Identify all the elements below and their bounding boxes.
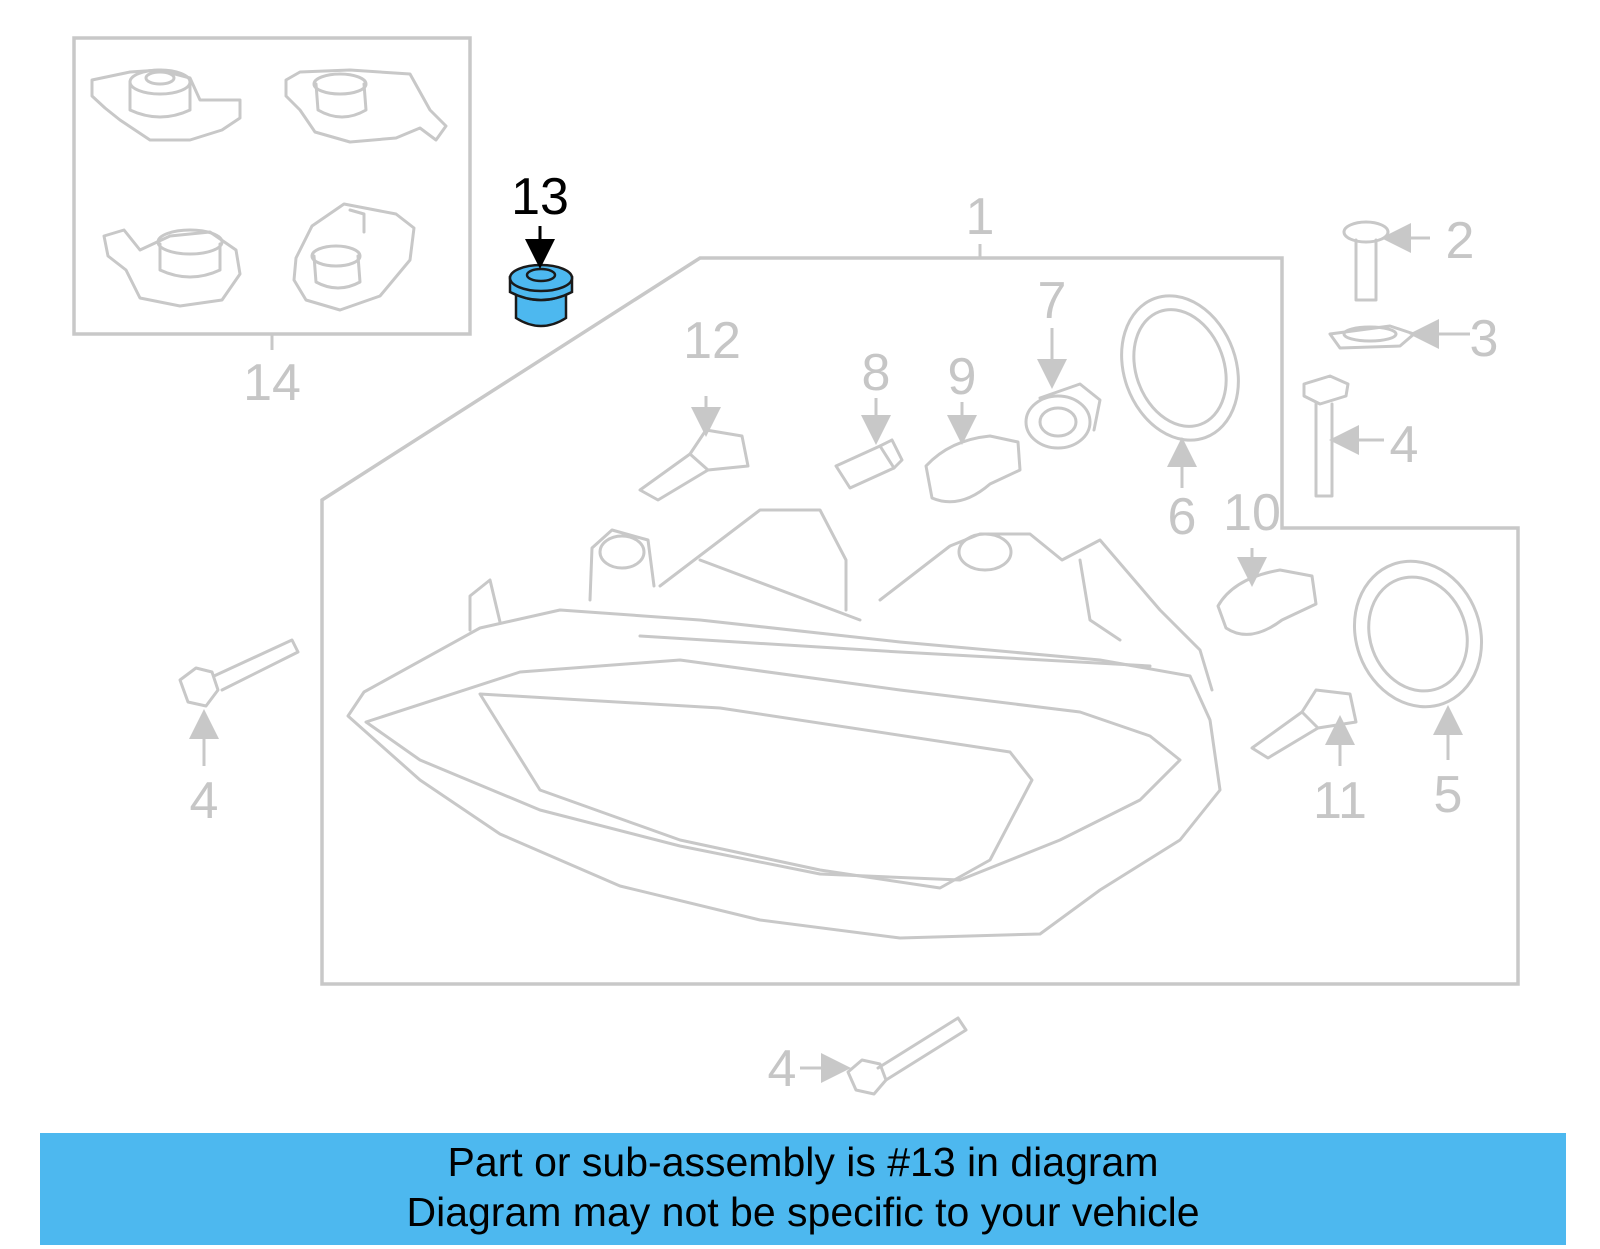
callout-11: 11	[1313, 772, 1367, 830]
part-4-bolt-left[interactable]	[178, 638, 300, 708]
bracket-drawing-2	[284, 68, 448, 144]
part-6-cover[interactable]	[1102, 279, 1258, 456]
callout-9: 9	[948, 348, 977, 406]
callout-10: 10	[1223, 484, 1281, 542]
callout-4-bottom: 4	[768, 1040, 797, 1098]
part-9-bulb[interactable]	[924, 434, 1022, 504]
part-13-plug[interactable]	[508, 263, 574, 328]
callout-7: 7	[1038, 272, 1067, 330]
part-8-bulb[interactable]	[834, 438, 904, 490]
callout-4-right: 4	[1390, 416, 1419, 474]
callout-14: 14	[243, 354, 301, 412]
bracket-drawing-1	[90, 68, 242, 142]
callout-3: 3	[1470, 310, 1499, 368]
banner-line-1: Part or sub-assembly is #13 in diagram	[447, 1139, 1159, 1185]
callout-13: 13	[511, 168, 569, 226]
headlamp-assembly-frame	[320, 256, 1520, 986]
part-2-pin[interactable]	[1342, 220, 1390, 302]
bracket-kit-inset	[72, 36, 472, 336]
part-4-bolt-right[interactable]	[1302, 374, 1350, 498]
part-7-socket[interactable]	[1024, 382, 1102, 450]
bracket-drawing-4	[292, 202, 416, 312]
callout-6: 6	[1168, 488, 1197, 546]
callout-4-left: 4	[190, 772, 219, 830]
part-10-bulb[interactable]	[1216, 568, 1318, 636]
callout-8: 8	[862, 344, 891, 402]
bracket-drawing-3	[102, 228, 242, 308]
headlamp-housing-drawing	[346, 508, 1222, 940]
part-3-washer[interactable]	[1328, 324, 1416, 350]
callout-1: 1	[966, 188, 995, 246]
callout-12: 12	[683, 312, 741, 370]
callout-5: 5	[1434, 766, 1463, 824]
part-5-cover[interactable]	[1334, 543, 1501, 724]
callout-2: 2	[1446, 212, 1475, 270]
banner-line-2: Diagram may not be specific to your vehi…	[406, 1189, 1200, 1235]
info-banner: Part or sub-assembly is #13 in diagram D…	[40, 1133, 1566, 1245]
part-4-bolt-bottom[interactable]	[846, 1016, 968, 1096]
part-12-bulb[interactable]	[638, 428, 750, 502]
